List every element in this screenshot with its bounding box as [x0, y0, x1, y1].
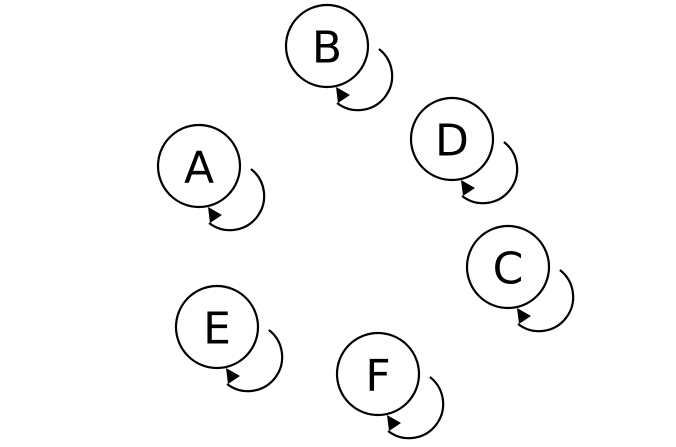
- edges-layer: [208, 48, 575, 440]
- node-label-D: D: [435, 116, 469, 167]
- self-loop-B: [336, 48, 394, 112]
- self-loop-E: [226, 329, 284, 393]
- node-circle-B: [284, 3, 370, 89]
- node-F: F: [335, 331, 421, 417]
- node-label-E: E: [203, 304, 231, 355]
- arrowhead-E: [226, 368, 240, 384]
- self-loop-C: [517, 269, 575, 333]
- arrowhead-C: [517, 308, 531, 324]
- node-E: E: [174, 284, 260, 370]
- self-loop-D: [461, 141, 519, 205]
- node-label-B: B: [312, 23, 342, 74]
- node-circle-C: [465, 224, 551, 310]
- arrowhead-F: [387, 415, 401, 431]
- node-label-A: A: [184, 143, 214, 194]
- node-label-C: C: [493, 244, 524, 295]
- node-circle-A: [156, 123, 242, 209]
- node-B: B: [284, 3, 370, 89]
- node-label-F: F: [365, 351, 390, 402]
- node-circle-D: [409, 96, 495, 182]
- self-loop-F: [387, 376, 445, 440]
- nodes-layer: A B C D E F: [156, 3, 551, 417]
- node-A: A: [156, 123, 242, 209]
- node-D: D: [409, 96, 495, 182]
- arrowhead-B: [336, 87, 350, 103]
- node-C: C: [465, 224, 551, 310]
- arrowhead-D: [461, 180, 475, 196]
- arrowhead-A: [208, 207, 222, 223]
- self-loop-A: [208, 168, 266, 232]
- node-circle-F: [335, 331, 421, 417]
- node-circle-E: [174, 284, 260, 370]
